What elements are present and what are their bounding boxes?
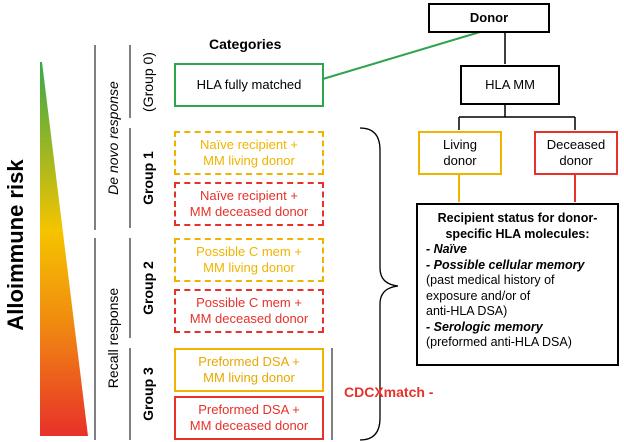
group-0-label: (Group 0) bbox=[140, 52, 156, 112]
deceased-donor-line1: Deceased bbox=[546, 137, 606, 152]
de-novo-response-label: De novo response bbox=[105, 81, 121, 195]
dsa-deceased-line1: Preformed DSA + bbox=[198, 402, 300, 417]
hla-fully-matched-box: HLA fully matched bbox=[174, 63, 324, 107]
status-cellular: - Possible cellular memory bbox=[426, 257, 585, 272]
naive-deceased-line1: Naïve recipient + bbox=[200, 188, 298, 203]
categories-heading: Categories bbox=[209, 36, 282, 52]
status-naive: - Naïve bbox=[426, 242, 467, 256]
dsa-deceased-line2: MM deceased donor bbox=[189, 418, 309, 433]
status-serologic-detail: (preformed anti-HLA DSA) bbox=[426, 335, 572, 349]
cdcxmatch-label: CDCXmatch - bbox=[344, 384, 434, 400]
status-title-line2: specific HLA molecules: bbox=[445, 226, 590, 241]
status-cellular-detail2: exposure and/or of bbox=[426, 288, 531, 303]
status-cellular-detail1: (past medical history of bbox=[426, 273, 555, 287]
hla-mm-box: HLA MM bbox=[460, 65, 560, 105]
recipient-status-box: Recipient status for donor- specific HLA… bbox=[416, 203, 619, 366]
dsa-living-line2: MM living donor bbox=[203, 370, 295, 385]
cmem-deceased-box: Possible C mem + MM deceased donor bbox=[174, 289, 324, 333]
naive-deceased-line2: MM deceased donor bbox=[189, 204, 309, 219]
status-title-line1: Recipient status for donor- bbox=[437, 211, 598, 225]
alloimmune-risk-label: Alloimmune risk bbox=[3, 159, 28, 331]
risk-gradient-triangle bbox=[40, 62, 88, 436]
naive-deceased-box: Naïve recipient + MM deceased donor bbox=[174, 182, 324, 226]
recall-response-label: Recall response bbox=[105, 287, 121, 389]
hla-mm-text: HLA MM bbox=[485, 77, 535, 92]
living-donor-line2: donor bbox=[443, 153, 477, 168]
naive-living-line2: MM living donor bbox=[203, 153, 295, 168]
dsa-deceased-box: Preformed DSA + MM deceased donor bbox=[174, 396, 324, 440]
status-cellular-detail3: anti-HLA DSA) bbox=[426, 304, 508, 318]
cmem-living-box: Possible C mem + MM living donor bbox=[174, 238, 324, 282]
cmem-deceased-line1: Possible C mem + bbox=[196, 295, 302, 310]
deceased-donor-line2: donor bbox=[559, 153, 593, 168]
cmem-living-line1: Possible C mem + bbox=[196, 244, 302, 259]
group-1-label: Group 1 bbox=[140, 151, 156, 205]
naive-living-box: Naïve recipient + MM living donor bbox=[174, 131, 324, 175]
donor-text: Donor bbox=[469, 10, 509, 25]
status-serologic: - Serologic memory bbox=[426, 319, 543, 334]
cmem-deceased-line2: MM deceased donor bbox=[189, 311, 309, 326]
deceased-donor-box: Deceased donor bbox=[534, 131, 618, 175]
naive-living-line1: Naïve recipient + bbox=[200, 137, 298, 152]
hla-fully-matched-text: HLA fully matched bbox=[196, 77, 302, 92]
category-brace bbox=[359, 127, 399, 441]
donor-to-matched-line bbox=[305, 31, 481, 85]
donor-box: Donor bbox=[428, 3, 550, 33]
group-3-label: Group 3 bbox=[140, 367, 156, 421]
cmem-living-line2: MM living donor bbox=[203, 260, 295, 275]
living-donor-box: Living donor bbox=[418, 131, 502, 175]
dsa-living-line1: Preformed DSA + bbox=[198, 354, 300, 369]
dsa-living-box: Preformed DSA + MM living donor bbox=[174, 348, 324, 392]
living-donor-line1: Living bbox=[443, 137, 477, 152]
group-2-label: Group 2 bbox=[140, 261, 156, 315]
